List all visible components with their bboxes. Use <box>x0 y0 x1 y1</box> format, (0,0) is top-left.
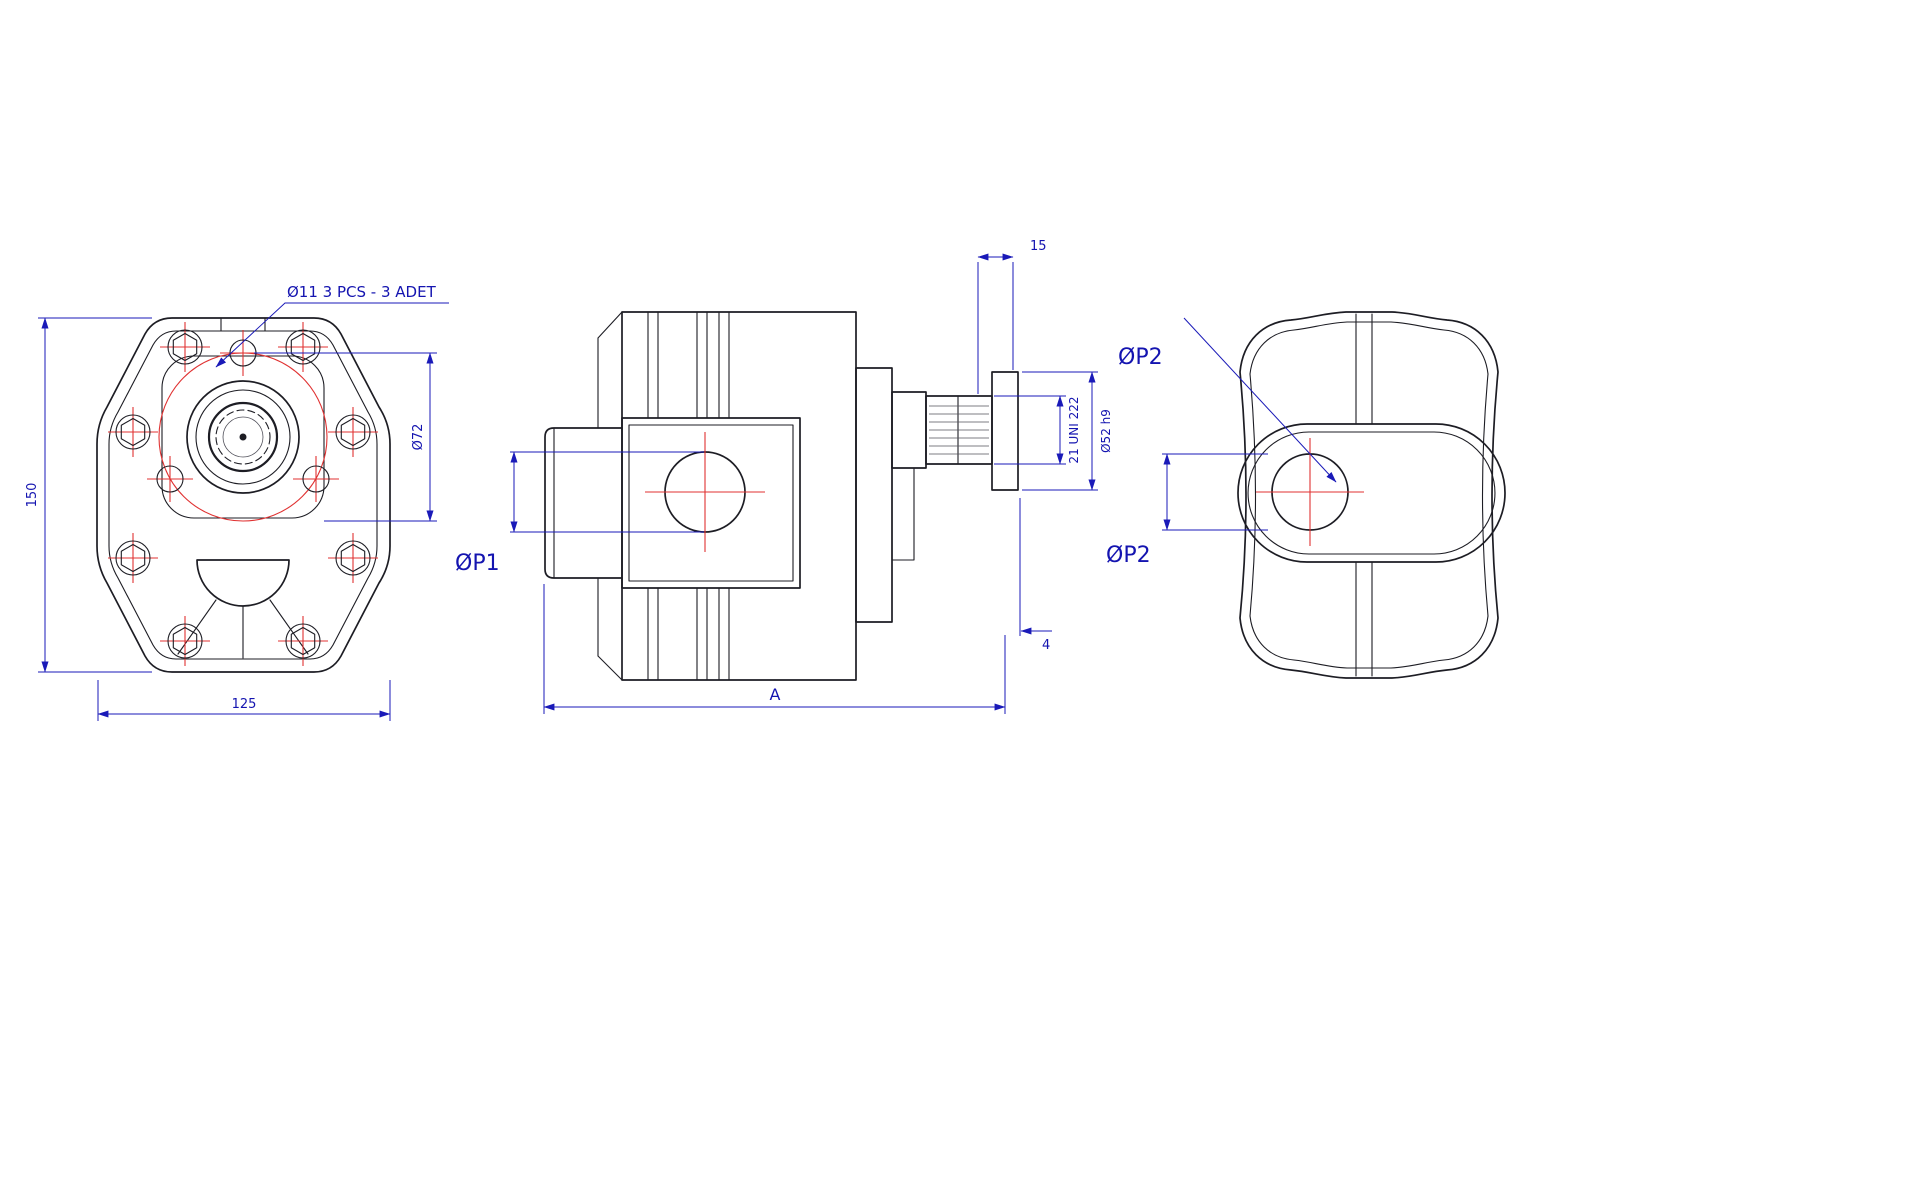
dim-port-p2-upper: ØP2 <box>1118 317 1337 483</box>
side-end-plate <box>991 371 1019 491</box>
front-view: 150 125 Ø72 Ø11 3 PCS - 3 ADET <box>25 283 449 721</box>
front-flange-outline <box>96 317 391 673</box>
side-boss-face-inner <box>628 424 794 582</box>
dim-text-pilot: Ø52 h9 <box>1099 409 1113 453</box>
hex-bolt <box>327 532 379 584</box>
front-shaft <box>186 380 300 494</box>
side-body-outline <box>621 311 857 681</box>
rear-parting-lines <box>1355 313 1373 677</box>
rear-port-centerline <box>1256 438 1364 546</box>
dim-spline-21: 21 UNI 222 <box>994 395 1081 465</box>
mount-hole-right <box>292 455 340 503</box>
dim-port-p2-lower: ØP2 <box>1106 453 1268 568</box>
hex-bolt <box>107 532 159 584</box>
dim-text-4: 4 <box>1042 638 1050 653</box>
hex-bolt <box>327 406 379 458</box>
side-rear-assembly <box>855 367 1019 623</box>
spline-profile <box>215 409 271 465</box>
note-holes-leader: Ø11 3 PCS - 3 ADET <box>215 283 449 368</box>
dim-bolt-circle-72: Ø72 <box>254 352 437 522</box>
dim-text-15: 15 <box>1030 239 1047 254</box>
dim-pilot-52: Ø52 h9 <box>1022 371 1113 491</box>
dim-length-a: A <box>543 584 1006 714</box>
side-port-boss <box>544 427 623 579</box>
spline-hatch <box>929 405 989 455</box>
dim-text-150: 150 <box>25 483 40 508</box>
dim-text-p2-upper: ØP2 <box>1118 345 1163 370</box>
dim-height-150: 150 <box>25 317 152 673</box>
side-front-flange <box>597 311 623 681</box>
hex-bolt <box>107 406 159 458</box>
side-port-centerline <box>645 432 765 552</box>
dim-port-p1: ØP1 <box>455 451 704 576</box>
hex-bolt <box>159 321 211 373</box>
front-flange-inner <box>108 330 378 660</box>
side-view: ØP1 15 21 UNI 222 Ø52 h9 A <box>455 239 1113 714</box>
shaft-center-dot <box>239 433 247 441</box>
dim-text-p2-lower: ØP2 <box>1106 543 1151 568</box>
front-ribs <box>177 599 309 659</box>
dim-width-125: 125 <box>97 680 391 721</box>
dim-shaft-15: 15 <box>977 239 1047 394</box>
front-bottom-dome <box>177 559 309 659</box>
side-ribs <box>647 311 730 681</box>
rear-body-outline <box>1239 311 1499 679</box>
dim-text-p1: ØP1 <box>455 551 500 576</box>
front-top-tab <box>220 317 266 332</box>
note-holes-text: Ø11 3 PCS - 3 ADET <box>287 283 437 301</box>
side-boss-face <box>621 417 801 589</box>
rear-view: ØP2 ØP2 <box>1106 311 1506 679</box>
dim-text-a: A <box>770 685 781 704</box>
rear-gear-chamber-inner <box>1247 431 1496 555</box>
mount-hole-left <box>146 455 194 503</box>
rear-body-inner <box>1249 321 1489 669</box>
rear-gear-chamber <box>1237 423 1506 563</box>
dim-text-spline: 21 UNI 222 <box>1067 396 1081 463</box>
dim-text-125: 125 <box>232 697 257 712</box>
dim-rear-4: 4 <box>1019 498 1052 653</box>
dim-text-o72: Ø72 <box>411 424 426 451</box>
